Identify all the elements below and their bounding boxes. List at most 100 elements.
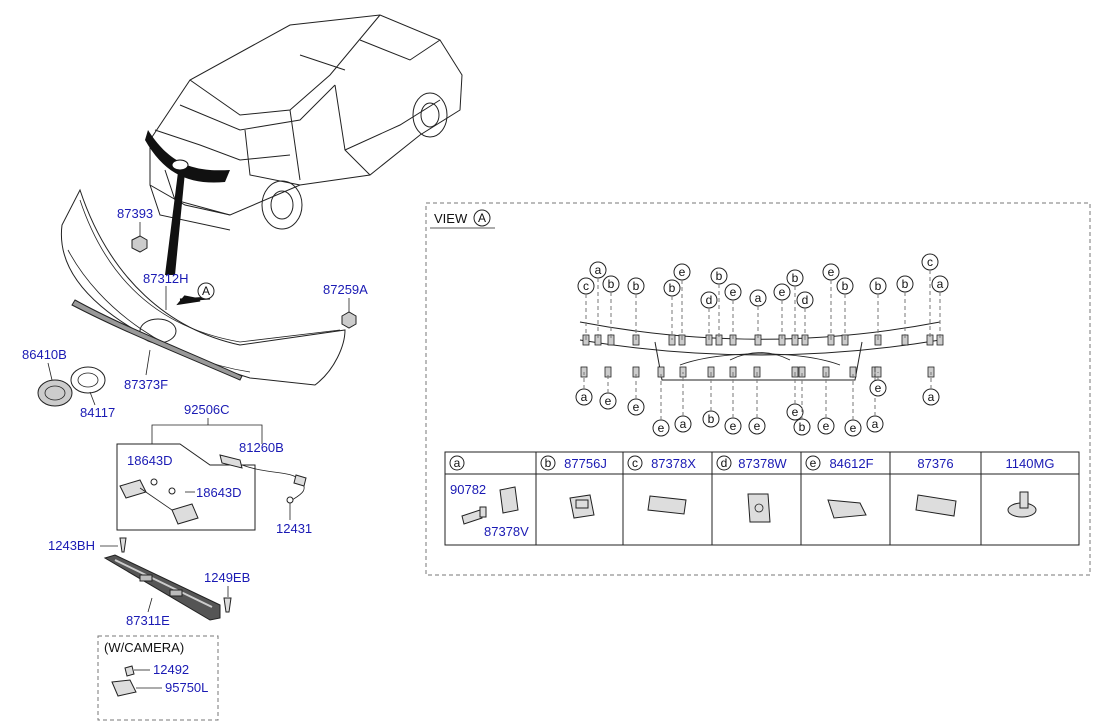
label-92506C: 92506C — [184, 402, 230, 417]
callout-top-label: b — [608, 277, 615, 291]
callout-top-17: c — [921, 253, 939, 340]
legend-a-part-2: 87378V — [484, 524, 529, 539]
label-87259A: 87259A — [323, 282, 368, 297]
callout-top-0: c — [577, 277, 595, 340]
view-a-marker-label: A — [202, 284, 210, 298]
label-1249EB: 1249EB — [204, 570, 250, 585]
callout-top-label: d — [706, 293, 713, 307]
callout-bottom-7: e — [748, 372, 766, 435]
callout-top-3: b — [627, 277, 645, 340]
legend-header-5: 87376 — [917, 456, 953, 471]
screw-1243BH — [119, 537, 127, 553]
legend-header-part: 87378X — [651, 456, 696, 471]
view-a-clips — [580, 334, 944, 378]
callout-bottom-9: b — [793, 372, 811, 436]
callout-bottom-13: e — [869, 372, 887, 397]
callout-bottom-0: a — [575, 372, 593, 406]
label-87393: 87393 — [117, 206, 153, 221]
view-title-ref: A — [478, 211, 486, 225]
view-a-panel — [425, 202, 1091, 576]
callout-bottom-label: b — [799, 420, 806, 434]
callout-top-8: e — [724, 283, 742, 340]
callout-bottom-label: b — [708, 412, 715, 426]
callout-top-label: e — [730, 285, 737, 299]
camera-box-title: (W/CAMERA) — [104, 640, 184, 655]
callout-top-label: b — [633, 279, 640, 293]
callout-top-13: e — [822, 263, 840, 340]
callout-top-label: b — [842, 279, 849, 293]
vehicle-illustration — [145, 14, 463, 231]
callout-top-16: b — [896, 275, 914, 340]
label-87373F: 87373F — [124, 377, 168, 392]
callout-top-label: a — [755, 291, 762, 305]
callout-top-10: e — [773, 283, 791, 340]
legend-header-part: 87756J — [564, 456, 607, 471]
legend-a-icons — [461, 486, 519, 525]
legend-header-6: 1140MG — [1006, 456, 1055, 471]
callout-top-9: a — [749, 289, 767, 340]
label-86410B: 86410B — [22, 347, 67, 362]
callout-bottom-label: e — [633, 400, 640, 414]
legend-header-4: e 84612F — [805, 455, 874, 471]
emblem-86410B — [37, 379, 73, 407]
label-1243BH: 1243BH — [48, 538, 95, 553]
callout-top-label: d — [802, 293, 809, 307]
callout-bottom-11: e — [844, 372, 862, 437]
license-lamp-assembly — [119, 478, 199, 525]
callout-top-label: b — [902, 277, 909, 291]
callout-top-label: b — [716, 269, 723, 283]
legend-header-ref: a — [454, 456, 461, 470]
legend-header-ref: e — [810, 456, 817, 470]
label-18643D-a: 18643D — [127, 453, 173, 468]
callout-top-label: c — [583, 279, 589, 293]
callout-bottom-label: a — [872, 417, 879, 431]
view-a-marker — [197, 282, 215, 300]
callout-bottom-3: e — [652, 372, 670, 437]
callout-top-18: a — [931, 275, 949, 340]
legend-header-part: 87376 — [917, 456, 953, 471]
callout-top-11: b — [786, 269, 804, 340]
callout-bottom-label: e — [730, 419, 737, 433]
legend-header-part: 87378W — [738, 456, 787, 471]
callout-top-6: d — [700, 291, 718, 340]
garnish-87311E — [103, 554, 221, 621]
legend-header-ref: b — [545, 456, 552, 470]
label-81260B: 81260B — [239, 440, 284, 455]
callout-top-label: e — [679, 265, 686, 279]
label-87311E: 87311E — [126, 613, 170, 628]
legend-header-part: 84612F — [829, 456, 873, 471]
callout-bottom-5: b — [702, 372, 720, 428]
camera-option-box — [97, 635, 219, 721]
callout-top-label: a — [595, 263, 602, 277]
legend-header-2: c 87378X — [627, 455, 696, 471]
legend-table — [444, 451, 1080, 546]
emblem-84117 — [70, 366, 106, 394]
legend-header-1: b 87756J — [540, 455, 607, 471]
view-title: VIEW — [434, 211, 468, 226]
nut-87393 — [131, 235, 148, 253]
callout-top-7: b — [710, 267, 728, 340]
callout-bottom-4: a — [674, 372, 692, 433]
callout-bottom-label: e — [823, 419, 830, 433]
callout-bottom-6: e — [724, 372, 742, 435]
callout-bottom-2: e — [627, 372, 645, 416]
legend-header-ref: c — [632, 456, 638, 470]
callout-bottom-label: e — [658, 421, 665, 435]
callout-bottom-label: a — [680, 417, 687, 431]
callout-top-label: a — [937, 277, 944, 291]
callout-bottom-14: a — [922, 372, 940, 406]
callout-top-label: b — [875, 279, 882, 293]
label-12431: 12431 — [276, 521, 312, 536]
screw-12492 — [124, 665, 135, 677]
callout-bottom-label: e — [754, 419, 761, 433]
wiring-81260B — [219, 454, 307, 504]
callout-top-label: e — [828, 265, 835, 279]
legend-icon-87378X — [647, 495, 687, 515]
callout-bottom-label: e — [875, 381, 882, 395]
label-12492: 12492 — [153, 662, 189, 677]
label-84117: 84117 — [80, 405, 115, 420]
callout-top-1: a — [589, 261, 607, 340]
